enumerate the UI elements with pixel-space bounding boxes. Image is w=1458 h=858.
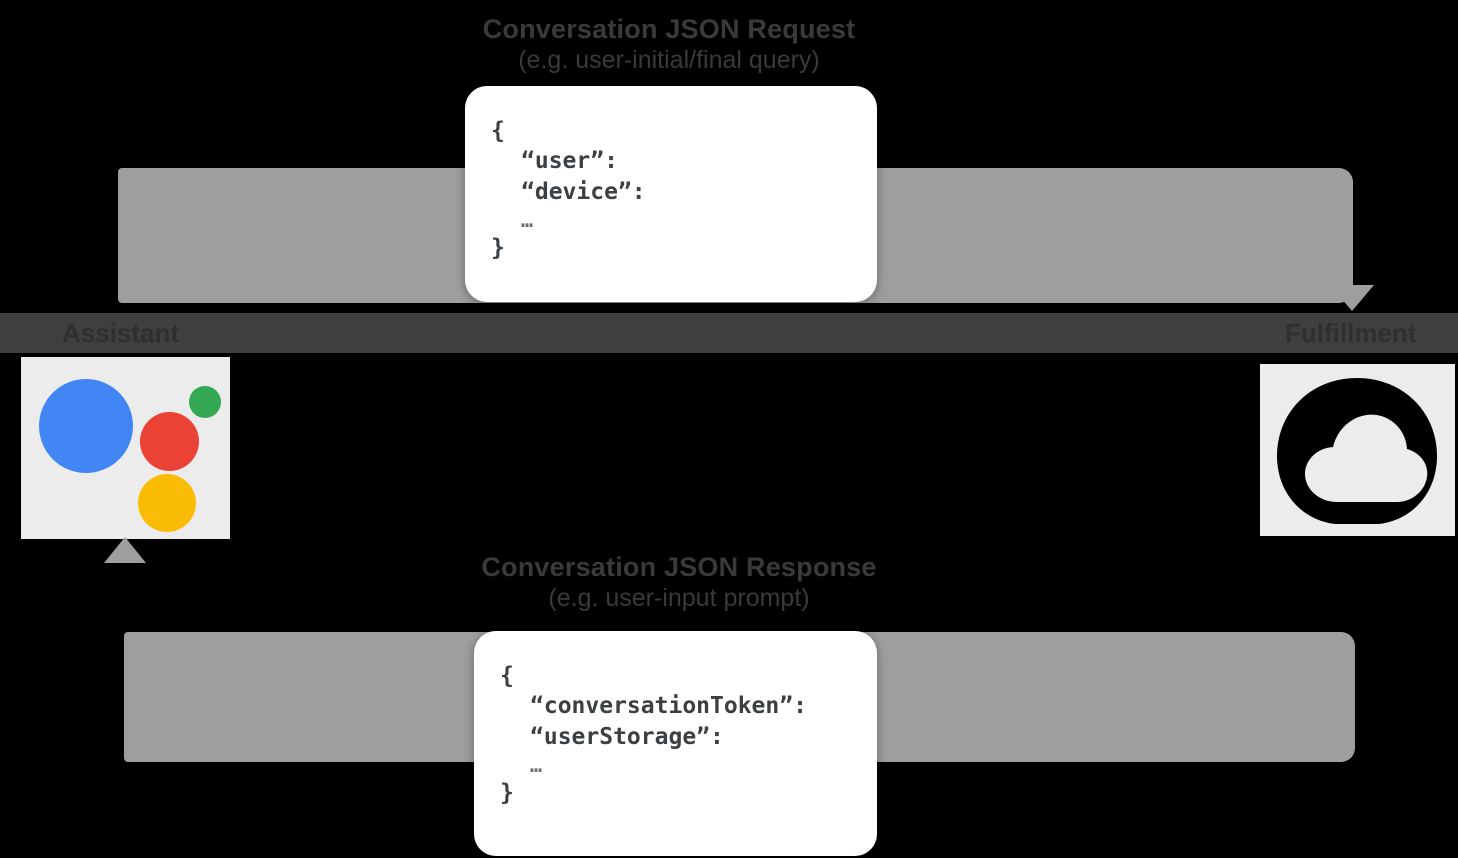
assistant-green-dot-icon	[189, 386, 221, 418]
fulfillment-label: Fulfillment	[1285, 318, 1417, 348]
response-caption: Conversation JSON Response (e.g. user-in…	[429, 552, 929, 613]
request-arrowhead-icon	[1330, 285, 1374, 311]
request-subtitle: (e.g. user-initial/final query)	[518, 45, 820, 74]
response-json-key-conversation-token: “conversationToken”:	[530, 693, 807, 720]
assistant-label: Assistant	[62, 318, 180, 348]
request-json-ellipsis: …	[521, 208, 534, 233]
response-json-card: { “conversationToken”: “userStorage”: … …	[474, 631, 877, 856]
request-caption: Conversation JSON Request (e.g. user-ini…	[429, 14, 909, 75]
request-json-key-user: “user”:	[521, 148, 618, 175]
fulfillment-endpoint-tile	[1260, 364, 1455, 536]
response-arrowhead-icon	[104, 537, 146, 563]
response-json-key-user-storage: “userStorage”:	[530, 723, 724, 750]
request-json-close: }	[491, 235, 505, 262]
response-subtitle: (e.g. user-input prompt)	[548, 583, 810, 612]
response-title: Conversation JSON Response	[481, 552, 877, 582]
assistant-yellow-dot-icon	[138, 474, 196, 532]
cloud-badge-icon	[1277, 378, 1437, 524]
request-json-key-device: “device”:	[521, 178, 646, 205]
center-rail	[0, 313, 1458, 353]
request-json-open: {	[491, 118, 505, 144]
assistant-blue-dot-icon	[39, 379, 133, 473]
response-json-open: {	[500, 663, 514, 689]
response-json-close: }	[500, 780, 514, 807]
assistant-red-dot-icon	[140, 412, 199, 471]
assistant-endpoint-tile	[21, 357, 230, 539]
request-json-card: { “user”: “device”: … }	[465, 86, 877, 302]
response-json-ellipsis: …	[530, 753, 543, 778]
request-title: Conversation JSON Request	[482, 14, 856, 44]
